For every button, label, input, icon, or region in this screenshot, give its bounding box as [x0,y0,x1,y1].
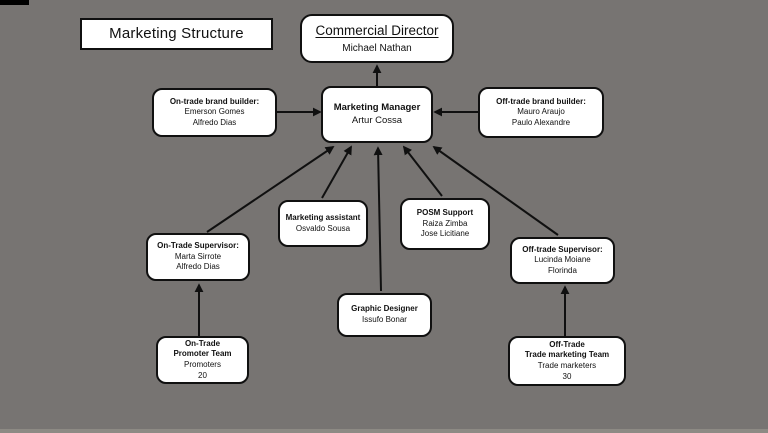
node-person: Lucinda Moiane [534,255,591,265]
node-on-trade-brand-builder[interactable]: On-trade brand builder: Emerson Gomes Al… [152,88,277,137]
node-title: Off-trade Supervisor: [522,244,603,254]
node-off-trade-marketing-team[interactable]: Off-Trade Trade marketing Team Trade mar… [508,336,626,386]
arrow-designer-to-manager [373,146,383,292]
node-title: Commercial Director [315,23,439,38]
node-detail: Promoters [184,360,221,369]
top-left-black-strip [0,0,29,5]
node-person: Osvaldo Sousa [295,223,351,233]
arrow-posm-to-manager [402,145,443,197]
node-title: Off-trade brand builder: [496,96,586,106]
node-title: On-Trade [184,338,221,348]
node-title: Off-Trade [549,339,585,349]
node-marketing-manager[interactable]: Marketing Manager Artur Cossa [321,86,433,143]
node-on-trade-supervisor[interactable]: On-Trade Supervisor: Marta Sirrote Alfre… [146,233,250,281]
node-off-trade-brand-builder[interactable]: Off-trade brand builder: Mauro Araujo Pa… [478,87,604,138]
node-off-trade-supervisor[interactable]: Off-trade Supervisor: Lucinda Moiane Flo… [510,237,615,284]
node-person: Artur Cossa [351,114,403,126]
node-on-trade-promoter-team[interactable]: On-Trade Promoter Team Promoters 20 [156,336,249,384]
node-person: Mauro Araujo [517,107,565,117]
diagram-title-box: Marketing Structure [80,18,273,50]
node-posm-support[interactable]: POSM Support Raiza Zimba Jose Licitiane [400,198,490,250]
node-title-line2: Promoter Team [173,349,232,359]
node-title: On-Trade Supervisor: [157,241,239,251]
node-person: Alfredo Dias [192,117,237,127]
node-count: 20 [198,370,207,380]
node-detail: Trade marketers [537,361,597,370]
node-title-line2: Trade marketing Team [524,350,610,360]
bottom-edge-strip [0,429,768,433]
node-person: Marta Sirrote [174,251,222,261]
node-person: Paulo Alexandre [511,117,571,127]
node-title: POSM Support [416,208,474,218]
node-person: Raiza Zimba [422,218,468,228]
node-person: Alfredo Dias [176,262,220,272]
arrow-ontrade-supervisor-to-manager [206,145,335,233]
node-graphic-designer[interactable]: Graphic Designer Issufo Bonar [337,293,432,337]
node-commercial-director[interactable]: Commercial Director Michael Nathan [300,14,454,63]
node-title: Graphic Designer [351,304,418,314]
node-title: On-trade brand builder: [169,96,260,106]
node-person: Issufo Bonar [362,315,407,324]
node-person: Emerson Gomes [184,107,245,117]
node-person: Jose Licitiane [420,229,470,239]
diagram-title: Marketing Structure [109,25,244,43]
arrow-offtrade-supervisor-to-manager [432,145,559,236]
node-marketing-assistant[interactable]: Marketing assistant Osvaldo Sousa [278,200,368,247]
node-count: 30 [562,371,572,381]
node-title: Marketing assistant [285,212,361,222]
arrow-assistant-to-manager [321,145,352,199]
node-person: Florinda [548,265,577,275]
node-person: Michael Nathan [342,42,412,54]
node-title: Marketing Manager [333,101,421,113]
